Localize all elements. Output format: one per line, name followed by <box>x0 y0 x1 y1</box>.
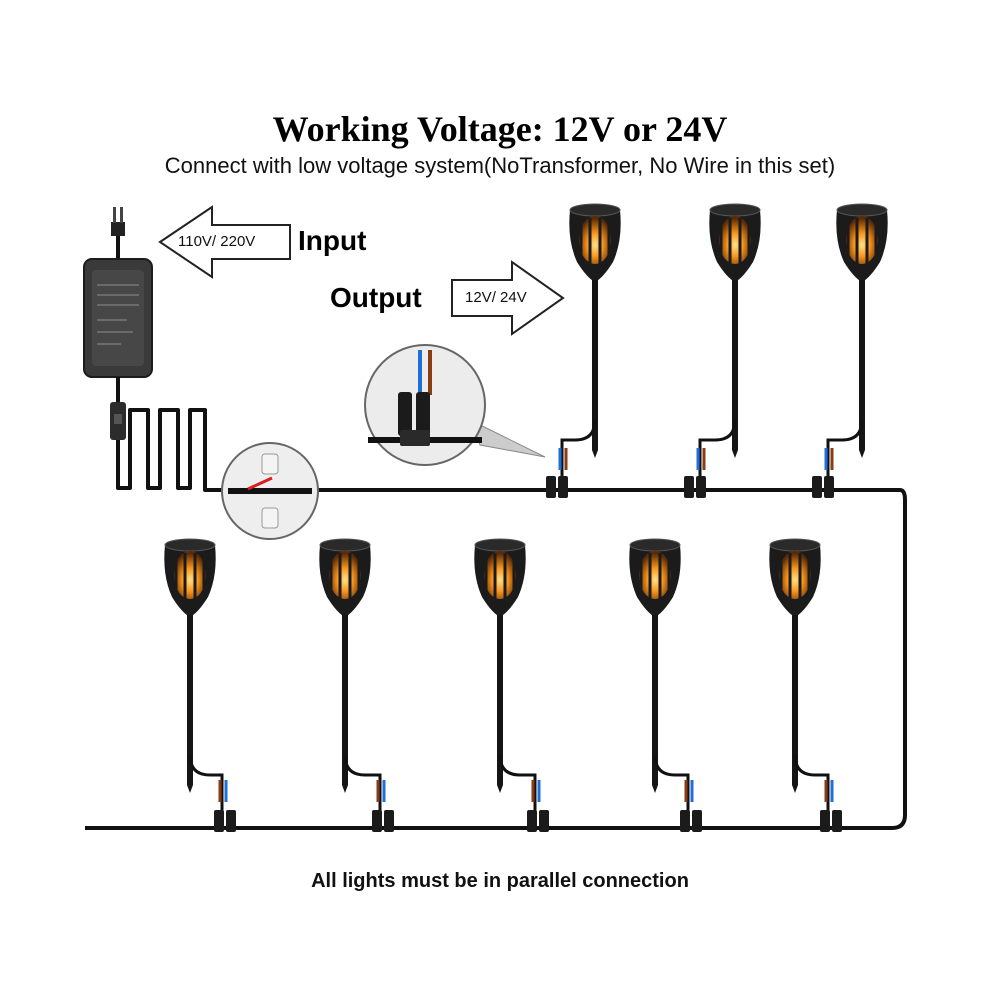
torch-light-icon <box>767 537 842 832</box>
output-cable <box>116 377 235 492</box>
page-title: Working Voltage: 12V or 24V <box>272 109 728 149</box>
output-voltage-label: 12V/ 24V <box>465 289 527 306</box>
input-voltage-label: 110V/ 220V <box>178 233 256 250</box>
waterproof-connector-icon <box>364 344 546 466</box>
output-arrow-icon <box>451 260 565 336</box>
torch-light-icon <box>812 202 890 498</box>
bus-wire <box>85 488 907 830</box>
switch-icon <box>110 402 126 440</box>
torch-light-icon <box>627 537 702 832</box>
torch-light-icon <box>472 537 549 832</box>
power-adapter-icon <box>83 258 153 378</box>
output-label: Output <box>330 282 422 313</box>
footer-note: All lights must be in parallel connectio… <box>311 870 689 892</box>
torch-light-icon <box>546 202 623 498</box>
torch-light-icon <box>162 537 236 832</box>
wire-connector-icon <box>221 442 319 540</box>
torch-light-icon <box>317 537 394 832</box>
input-arrow-icon <box>158 205 291 279</box>
page-subtitle: Connect with low voltage system(NoTransf… <box>164 153 836 178</box>
plug-icon <box>111 207 125 262</box>
torch-light-icon <box>684 202 763 498</box>
input-label: Input <box>298 225 367 256</box>
